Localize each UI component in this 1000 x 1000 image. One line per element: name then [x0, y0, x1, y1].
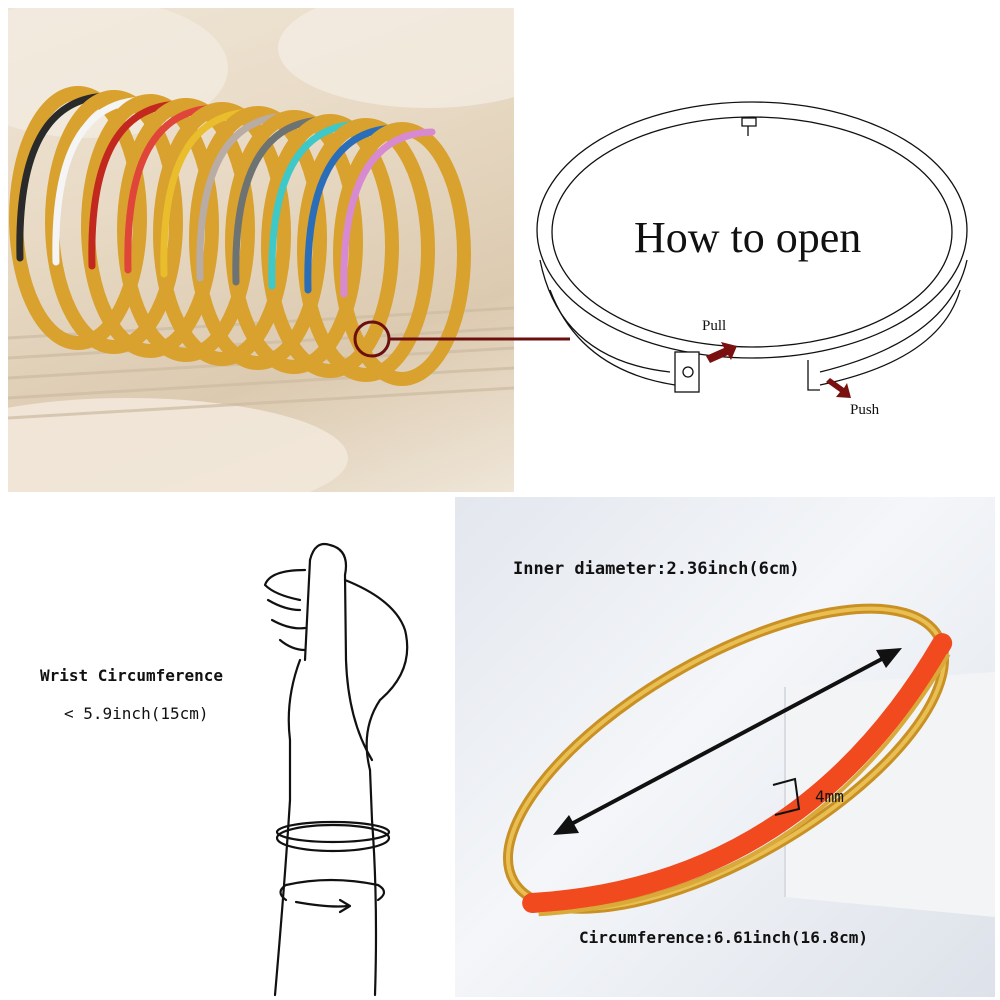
bangle-ring: [9, 86, 147, 350]
bangles-illustration: [8, 8, 514, 492]
bangle-ring: [117, 98, 255, 362]
bangle-line-drawing: [536, 101, 968, 398]
bangle-ring: [333, 122, 471, 386]
bangle-ring: [189, 106, 327, 370]
inner-diameter-label: Inner diameter:2.36inch(6cm): [513, 559, 800, 579]
orange-bangle-illustration: [503, 603, 995, 917]
circumference-label: Circumference:6.61inch(16.8cm): [579, 928, 868, 947]
bangle-ring: [45, 90, 183, 354]
pull-arrow-icon: [706, 342, 737, 363]
how-to-open-diagram: How to open Pull Push: [520, 0, 1000, 500]
bangle-ring: [297, 118, 435, 382]
bangle-size-photo: Inner diameter:2.36inch(6cm) 4mm: [455, 497, 995, 997]
bangle-rings: [9, 86, 471, 386]
wrist-circumference-value: < 5.9inch(15cm): [64, 704, 209, 723]
bangles-product-photo: [8, 8, 514, 492]
push-arrow-icon: [826, 378, 851, 398]
bangle-ring: [261, 114, 399, 378]
wrist-diagram: Wrist Circumference < 5.9inch(15cm): [0, 500, 450, 1000]
pull-label: Pull: [702, 318, 727, 334]
push-label: Push: [850, 402, 880, 418]
bangle-ring: [81, 94, 219, 358]
bangle-ring: [225, 110, 363, 374]
hand-sketch-illustration: [263, 542, 409, 997]
diameter-arrow-icon: [553, 648, 902, 835]
bangle-ring: [153, 102, 291, 366]
how-to-open-title: How to open: [634, 213, 862, 262]
wrist-circumference-title: Wrist Circumference: [40, 666, 224, 685]
width-label: 4mm: [815, 787, 844, 806]
